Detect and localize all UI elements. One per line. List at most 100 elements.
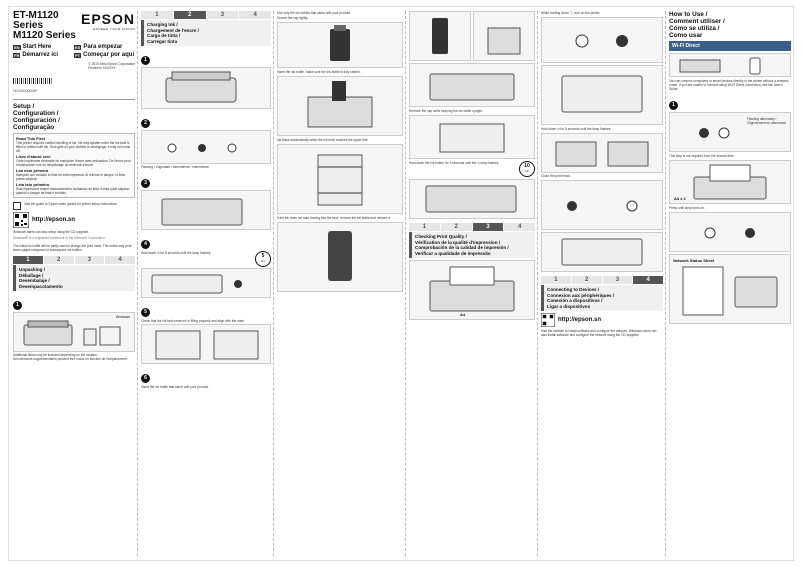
paper-figure: A4 x 2 — [669, 160, 791, 204]
press-lamp-text: Press until lamp turns on. — [669, 206, 705, 210]
read-first-box: Read This First This printer requires ca… — [13, 133, 135, 198]
unpack-note: Additional items may be included dependi… — [13, 353, 98, 358]
flash-alt-text: Flashing alternately / Clignotement en a… — [747, 117, 786, 125]
step-2-charge: 2 — [141, 118, 150, 128]
howto-title-1: How to Use / — [669, 11, 708, 18]
network-sheet-title: Network Status Sheet — [673, 258, 715, 263]
instruction-sheet: ET-M1120 Series M1120 Series EPSON EXCEE… — [8, 6, 794, 561]
connect-url[interactable]: http://epson.sn — [558, 317, 601, 324]
windows-label: Windows — [115, 315, 130, 320]
setup-title-4: Configuração — [13, 124, 55, 131]
step-1-charge: 1 — [141, 55, 150, 65]
column-3: Use only the ink bottles that came with … — [277, 11, 403, 556]
barcode — [13, 78, 53, 84]
network-status-sheet: Network Status Sheet — [669, 254, 791, 324]
unpack-tabs: 1 2 3 4 — [13, 256, 135, 264]
trademark: Windows® is a registered trademark of th… — [13, 236, 106, 240]
wifi-figure — [669, 53, 791, 77]
setup-title-2: Configuration / — [13, 110, 59, 117]
a4-label: A4 — [460, 312, 466, 318]
setup-url[interactable]: http://epson.sn — [32, 217, 75, 223]
charge-figure-3 — [141, 190, 271, 231]
bottle-figure-3 — [277, 144, 403, 214]
howto-title-2: Comment utiliser / — [669, 18, 725, 25]
hold-power-5sec: Hold down ⏻ for 5 seconds until the lamp… — [541, 127, 612, 131]
model-name-2: M1120 Series — [13, 30, 76, 41]
unpack-title-1: Unpacking / — [19, 267, 46, 272]
remove-cap-text: Remove the cap while keeping the ink bot… — [409, 109, 483, 113]
insert-bottle-text: Insert the ink bottle that came with you… — [141, 385, 209, 390]
panel-figure-1 — [541, 17, 663, 63]
charging-title-3: Carga de tinta / — [147, 33, 181, 39]
off-flash-legend: Flashing / Clignotant / Intermitente / I… — [141, 165, 210, 170]
close-head-text: Close the print head. — [541, 174, 571, 178]
step-10-figure — [409, 11, 471, 61]
brand-tagline: EXCEED YOUR VISION — [93, 27, 135, 31]
copyright: © 2019 Seiko Epson Corporation — [88, 62, 135, 66]
setup-title-3: Configuración / — [13, 117, 60, 124]
wifi-panel-figure: Flashing alternately / Clignotement en a… — [669, 112, 791, 152]
wifi-step-1: 1 — [669, 100, 678, 110]
qr-code-icon — [13, 212, 29, 228]
visit-text: Visit the website to install software an… — [541, 329, 657, 338]
paper-load-figure: A4 — [409, 260, 535, 321]
ink-note-b: Secure the cap tightly. — [277, 16, 309, 20]
connect-title-3: Conexión a dispositivos / — [547, 298, 603, 304]
step-4-charge: 4 — [141, 239, 150, 249]
hold-ink-text: While holding down ⓘ, turn on the printe… — [541, 11, 601, 15]
check-title-3: Comprobación de la calidad de impresión … — [415, 245, 509, 251]
a4x2-label: A4 x 2 — [674, 196, 686, 201]
bottle-figure-1 — [277, 22, 403, 68]
bottle-figure-2 — [277, 76, 403, 136]
howto-title-4: Como usar — [669, 32, 703, 39]
wifi-direct-header: Wi-Fi Direct — [669, 41, 791, 51]
charging-title-4: Carregar tinta — [147, 38, 178, 44]
brand-logo: EPSON — [80, 11, 135, 27]
charge-figure-4 — [141, 268, 271, 299]
charging-title-2: Chargement de l'encre / — [147, 27, 199, 33]
panel-figure-2 — [541, 65, 663, 125]
connect-title-2: Connexion aux périphériques / — [547, 292, 615, 298]
model-name: ET-M1120 Series — [13, 11, 59, 31]
panel-figure-3 — [541, 133, 663, 173]
ink-note-a: Use only the ink bottles that came with … — [277, 11, 351, 15]
ink-note-d: Ink flows automatically when the ink lev… — [277, 138, 369, 142]
charging-title-1: Charging Ink / — [147, 22, 178, 27]
check-title-1: Checking Print Quality / — [415, 234, 467, 239]
unpack-title-3: Desembalaje / — [19, 278, 50, 284]
hold-power-text: Hold down ⏻ for 5 seconds until the lamp… — [141, 251, 212, 256]
charge-figure-2 — [141, 130, 271, 165]
charging-tabs: 1 2 3 4 — [141, 11, 271, 19]
unpack-note-2: Des éléments supplémentaires peuvent êtr… — [13, 357, 128, 362]
ink-note-c: Insert the ink bottle, make sure the ink… — [277, 70, 361, 74]
guide-icon — [13, 202, 21, 210]
unpack-figure: Windows — [13, 312, 135, 353]
check-title-4: Verificar a qualidade de impressão — [415, 250, 491, 256]
unpack-title-4: Desempacotamento — [19, 283, 63, 289]
qr-code-icon-2 — [541, 313, 555, 328]
close-cap-text: Hold down the ink button for 3 seconds u… — [409, 161, 500, 165]
step-14-figure — [409, 179, 535, 219]
guide-text: Visit the guide or Epson video guides fo… — [24, 202, 118, 206]
not-required-text: This step is not required from the secon… — [669, 154, 735, 158]
column-2: 1 2 3 4 Charging Ink / Chargement de l'e… — [141, 11, 271, 556]
charge-figure-5 — [141, 324, 271, 365]
column-1: ET-M1120 Series M1120 Series EPSON EXCEE… — [13, 11, 135, 556]
panel-figure-5 — [541, 232, 663, 272]
check-title-2: Vérification de la qualité d'impression … — [415, 239, 501, 245]
unpack-title-2: Déballage / — [19, 272, 44, 278]
column-5: While holding down ⓘ, turn on the printe… — [541, 11, 663, 556]
bottle-figure-4 — [277, 222, 403, 292]
column-6: How to Use / Comment utiliser / Cómo se … — [669, 11, 791, 556]
connect-title-1: Connecting to Devices / — [547, 287, 600, 292]
connect-title-4: Ligar a dispositivos — [547, 303, 591, 309]
step-5-charge: 5 — [141, 307, 150, 317]
connect-tabs: 1 2 3 4 — [541, 276, 663, 284]
panel-figure-4 — [541, 180, 663, 230]
charge-figure-1 — [141, 67, 271, 110]
column-4: Remove the cap while keeping the ink bot… — [409, 11, 535, 556]
